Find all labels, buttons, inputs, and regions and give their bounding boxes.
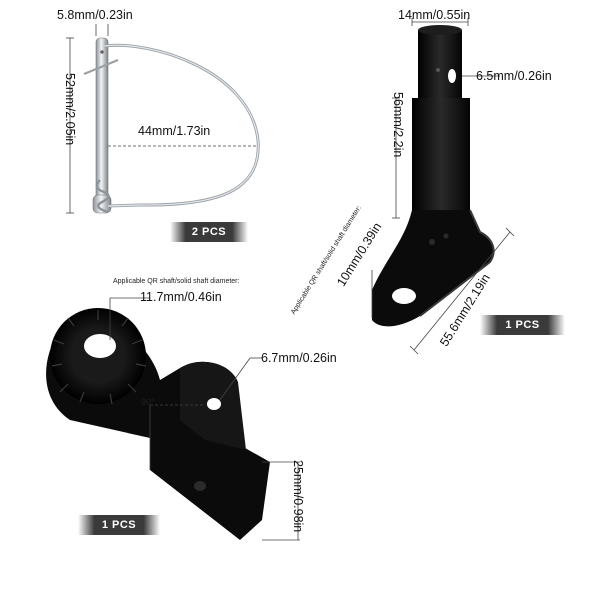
elbow-small-hole-label: 6.7mm/0.26in	[261, 351, 337, 365]
bracket-quantity-badge: 1 PCS	[78, 515, 160, 535]
pin-diameter-label: 5.8mm/0.23in	[57, 8, 133, 22]
elbow-angle-label: 90°	[141, 397, 155, 407]
shaft-diameter-label: 14mm/0.55in	[398, 8, 471, 22]
shaft-length-label: 56mm/2.2in	[391, 92, 405, 158]
pin-width-label: 44mm/1.73in	[138, 124, 211, 138]
elbow-height-label: 25mm/0.98in	[291, 460, 305, 533]
flat-bracket	[46, 308, 270, 540]
bracket-dimension-lines	[109, 297, 300, 541]
pin-quantity-badge: 2 PCS	[170, 222, 248, 242]
applicable-note-left: Applicable QR shaft/solid shaft diameter…	[113, 278, 240, 285]
elbow-dimension-lines	[371, 18, 515, 355]
pin-dimension-lines	[66, 24, 258, 214]
pin-length-label: 52mm/2.05in	[63, 73, 77, 146]
plate-quantity-badge: 1 PCS	[480, 315, 565, 335]
side-hole-label: 6.5mm/0.26in	[476, 69, 552, 83]
elbow-adapter	[372, 25, 495, 327]
elbow-hole-label: 11.7mm/0.46in	[140, 290, 222, 304]
safety-pin	[83, 37, 260, 214]
